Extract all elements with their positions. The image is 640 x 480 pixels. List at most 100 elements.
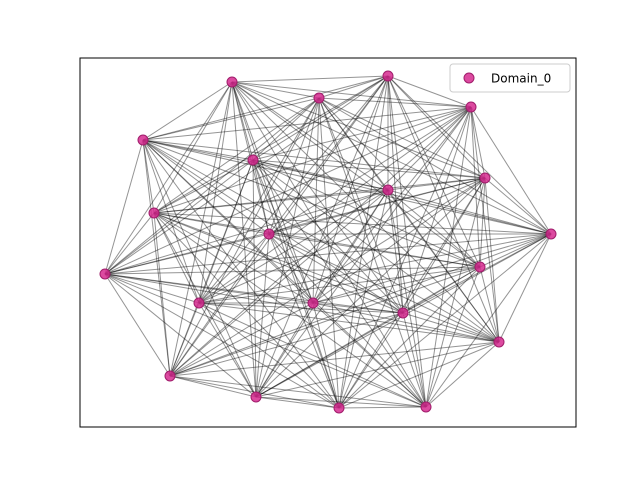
edge-n11-n14 [104,273,314,304]
node-n19 [333,402,345,414]
edge-n7-n15 [387,189,404,314]
edge-n2-n15 [387,75,404,314]
edge-n9-n15 [268,233,404,314]
edge-n18-n20 [255,396,427,408]
edge-n1-n16 [318,97,500,343]
edge-n3-n7 [387,106,472,191]
edge-n14-n16 [312,302,500,343]
edge-n0-n10 [231,81,552,235]
edge-n7-n18 [255,189,389,398]
edge-n8-n9 [153,212,270,235]
edge-n2-n19 [338,75,389,409]
edge-n8-n13 [153,212,200,304]
edge-n4-n6 [142,139,486,179]
edge-n10-n11 [104,233,552,275]
edge-n4-n18 [142,139,257,398]
edge-n3-n18 [255,106,472,398]
edge-n14-n19 [312,302,340,409]
edge-n13-n16 [198,302,500,343]
edge-n8-n11 [104,212,155,275]
edge-n10-n19 [338,233,552,409]
edge-n4-n17 [142,139,171,377]
edge-n16-n19 [338,341,500,409]
legend: Domain_0 [449,63,571,93]
edge-n1-n9 [268,97,320,235]
edge-n2-n8 [153,75,389,214]
node-n0 [226,76,238,88]
edge-n0-n12 [231,81,481,268]
edge-n0-n1 [231,81,320,99]
edge-n11-n18 [104,273,257,398]
edge-n3-n16 [470,106,500,343]
edge-n0-n15 [231,81,404,314]
edge-n8-n18 [153,212,257,398]
nodes-layer [99,70,557,414]
edge-n0-n5 [231,81,254,161]
edge-n7-n14 [312,189,389,304]
edge-n1-n5 [252,97,320,161]
edge-n11-n15 [104,273,404,314]
edge-n8-n19 [153,212,340,409]
axes-frame [79,57,577,428]
edge-n1-n7 [318,97,389,191]
edge-n4-n14 [142,139,314,304]
node-n17 [164,370,176,382]
edge-n3-n19 [338,106,472,409]
edge-n5-n6 [252,159,486,179]
edge-n9-n12 [268,233,481,268]
edge-n10-n20 [425,233,552,408]
edge-n3-n4 [142,106,472,141]
edge-n13-n20 [198,302,427,408]
edge-n2-n6 [387,75,486,179]
edge-n2-n11 [104,75,389,275]
edge-n6-n8 [153,177,486,214]
edge-n13-n19 [198,302,340,409]
edge-n17-n18 [169,375,257,398]
edge-n3-n12 [470,106,481,268]
edge-n12-n15 [402,266,481,314]
edge-n7-n8 [153,189,389,214]
edge-n9-n19 [268,233,340,409]
edge-n9-n14 [268,233,314,304]
edges-layer [104,75,552,409]
edge-n3-n11 [104,106,472,275]
edge-n12-n16 [479,266,500,343]
edge-n7-n10 [387,189,552,235]
edge-n4-n8 [142,139,155,214]
edge-n2-n17 [169,75,389,377]
edge-n16-n20 [425,341,500,408]
edge-n0-n2 [231,75,389,83]
edge-n12-n20 [425,266,481,408]
edge-n1-n3 [318,97,472,108]
edge-n0-n11 [104,81,233,275]
edge-n7-n16 [387,189,500,343]
edge-n6-n15 [402,177,486,314]
edge-n4-n10 [142,139,552,235]
edge-n3-n5 [252,106,472,161]
node-n6 [479,172,491,184]
edge-n10-n16 [498,233,552,343]
edge-n9-n13 [198,233,270,304]
edge-n4-n7 [142,139,389,191]
edge-n7-n9 [268,189,389,235]
edge-n8-n17 [153,212,171,377]
edge-n5-n17 [169,159,254,377]
edge-n0-n6 [231,81,486,179]
edge-n0-n7 [231,81,389,191]
edge-n9-n18 [255,233,270,398]
edge-n5-n13 [198,159,254,304]
edge-n11-n12 [104,266,481,275]
edge-n6-n10 [484,177,552,235]
edge-n14-n17 [169,302,314,377]
node-n4 [137,134,149,146]
edge-n11-n20 [104,273,427,408]
node-n9 [263,228,275,240]
edge-n8-n20 [153,212,427,408]
legend-box [449,63,571,93]
edge-n15-n19 [338,312,404,409]
edge-n1-n4 [142,97,320,141]
edge-n1-n10 [318,97,552,235]
node-n10 [545,228,557,240]
edge-n14-n20 [312,302,427,408]
